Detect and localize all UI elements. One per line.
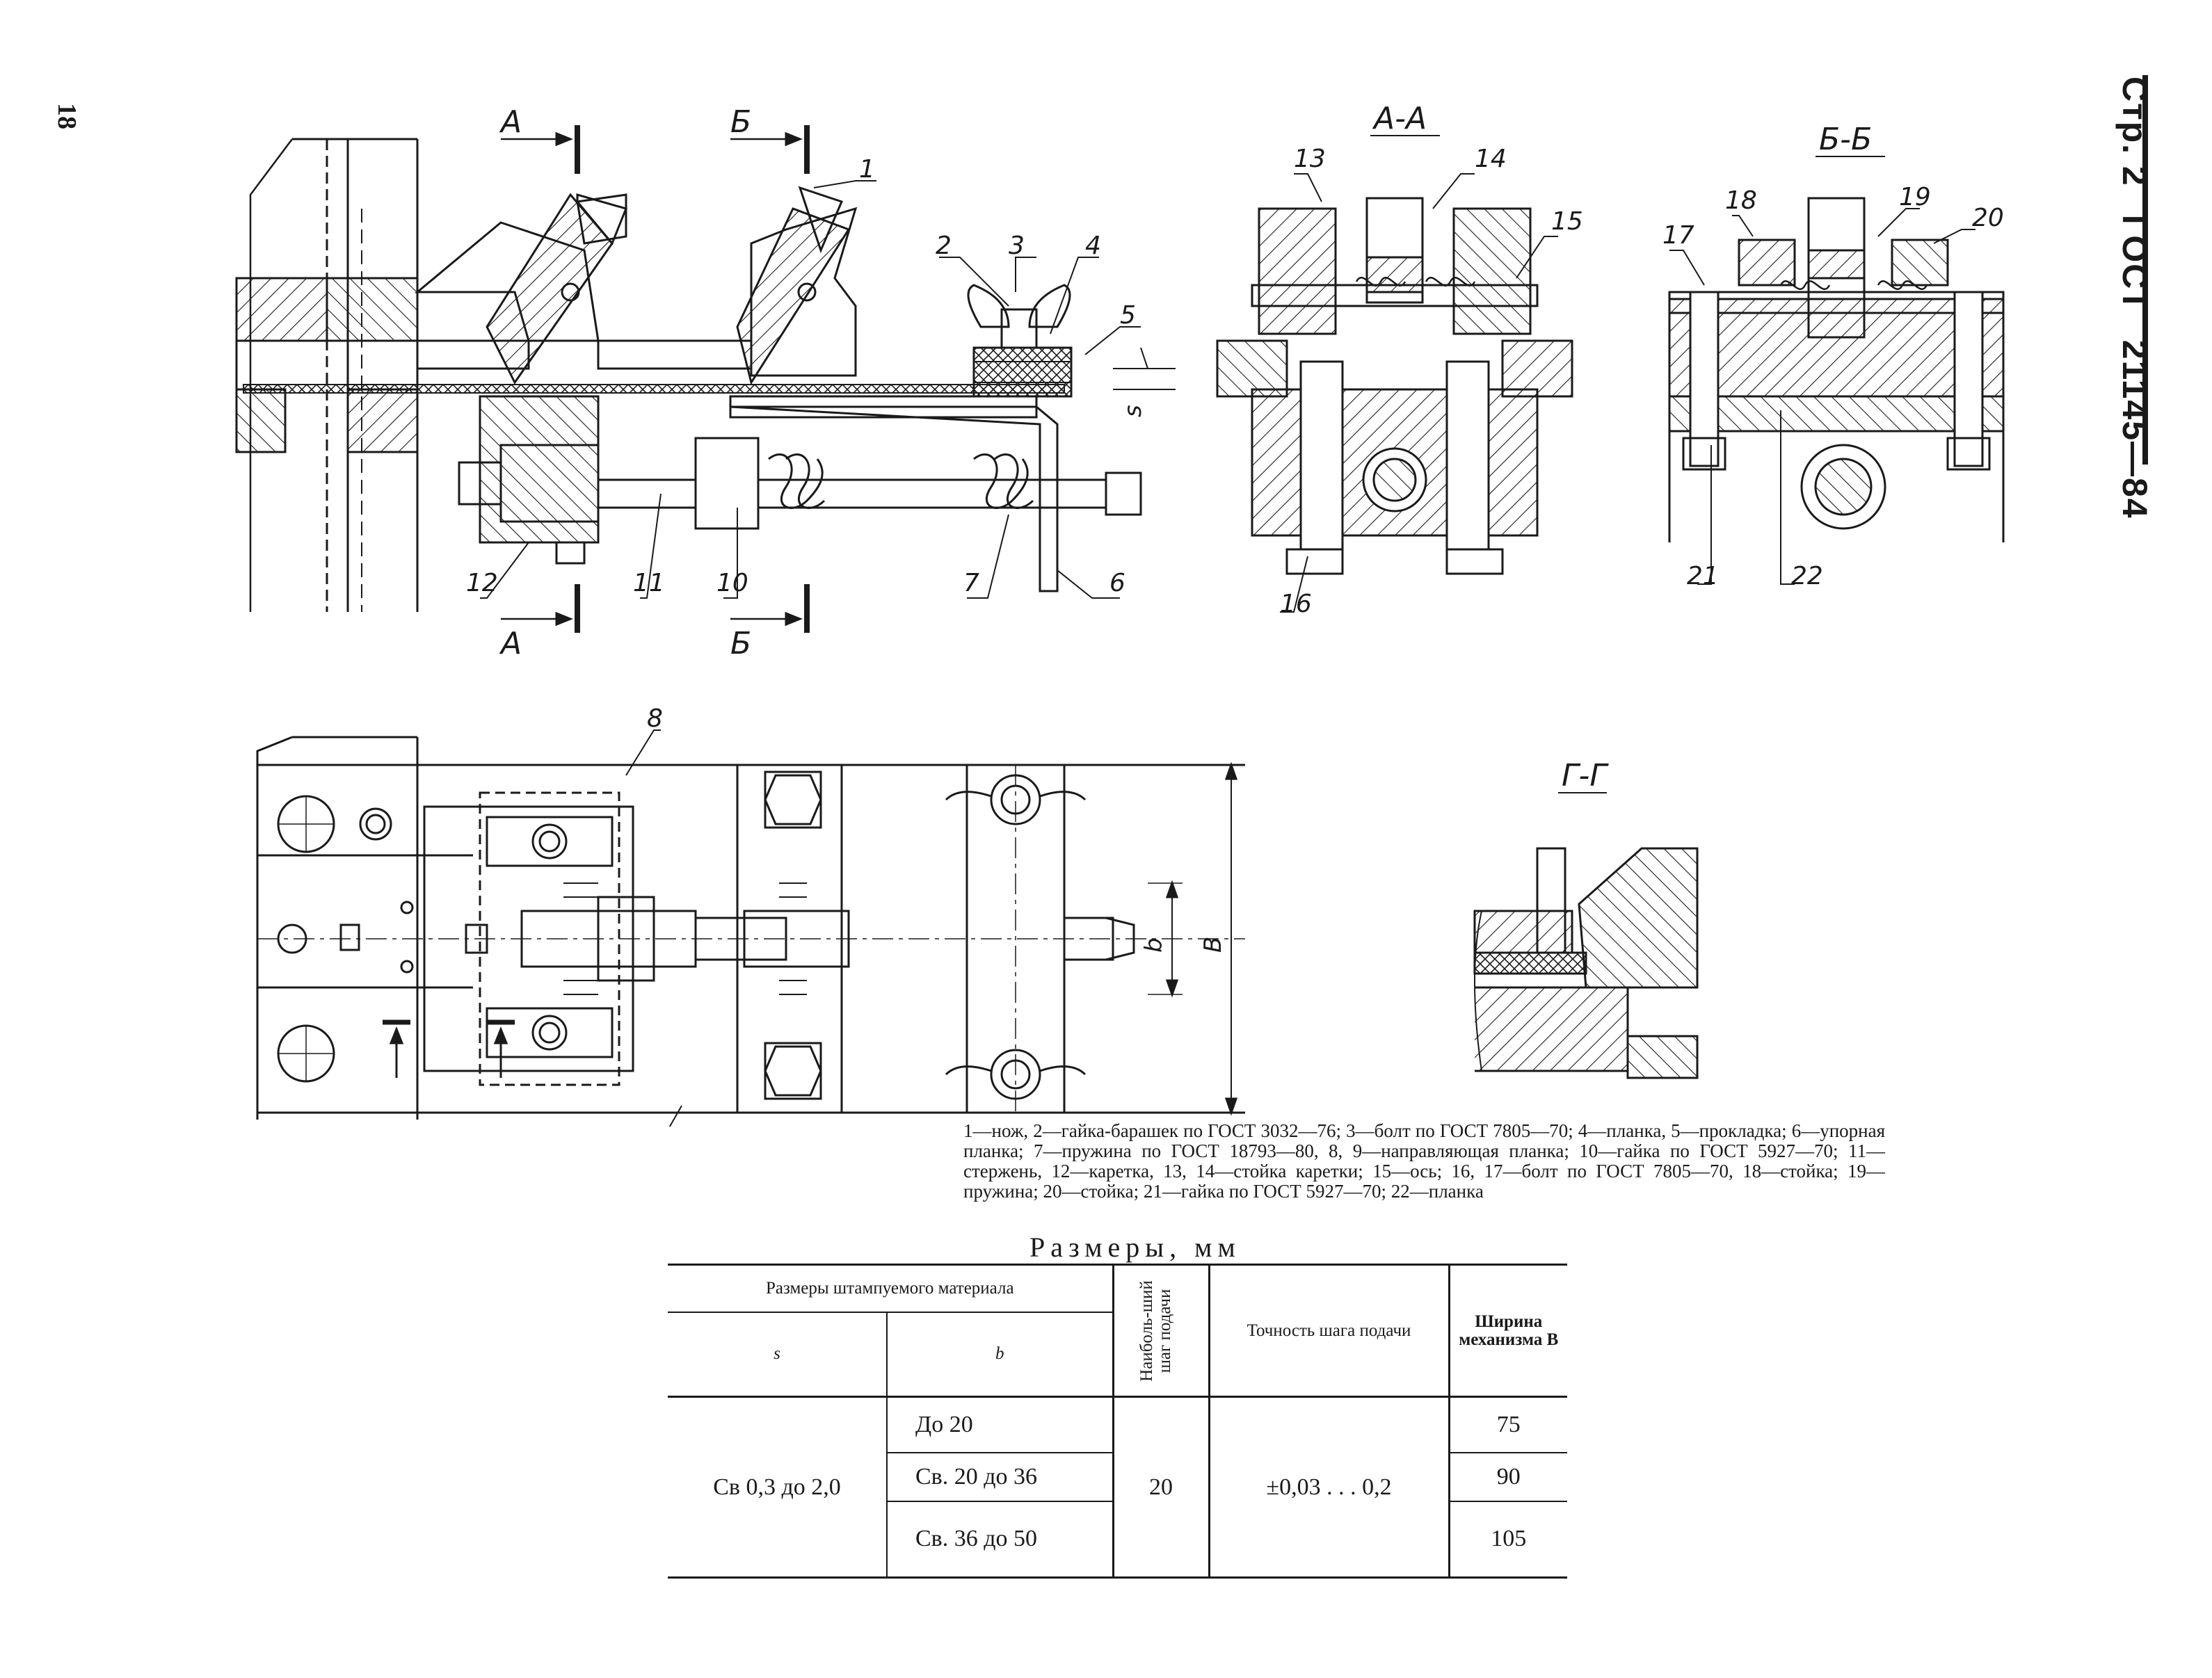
callout-3: 3	[1009, 232, 1025, 260]
cut-mark-b-top: Б	[730, 104, 751, 140]
dimension-B: B	[1199, 937, 1227, 953]
cell-width-1: 75	[1449, 1396, 1567, 1453]
header-material: Размеры штампуемого материала	[668, 1264, 1113, 1313]
section-a-a	[1216, 135, 1573, 613]
callout-7: 7	[963, 569, 979, 597]
dimension-s: s	[1119, 405, 1147, 417]
callout-8: 8	[647, 704, 663, 733]
callout-leaders	[480, 180, 1148, 599]
header-s: s	[668, 1312, 888, 1398]
callout-18: 18	[1725, 186, 1757, 215]
cut-mark-a-top: А	[499, 104, 522, 140]
callout-13: 13	[1294, 145, 1326, 173]
callout-6: 6	[1109, 569, 1125, 597]
callout-10: 10	[716, 569, 748, 597]
header-max-step: Наиболь-ший шаг подачи	[1137, 1280, 1174, 1382]
dimensions-table: Размеры штампуемого материала Наиболь-ши…	[668, 1264, 1567, 1579]
cell-b-2: Св. 20 до 36	[887, 1452, 1113, 1502]
dimension-b: b	[1140, 937, 1168, 953]
technical-drawing: А Б А Б А-А Б-Б Г-Г s b B 1 2 3 4 5 6 7 …	[235, 101, 2005, 1127]
cut-marks	[501, 125, 810, 633]
section-label-g-g: Г-Г	[1562, 758, 1609, 793]
section-label-a-a: А-А	[1372, 101, 1427, 136]
callout-19: 19	[1899, 183, 1931, 211]
figure-caption: 1—нож, 2—гайка-барашек по ГОСТ 3032—76; …	[963, 1121, 1885, 1202]
cell-width-2: 90	[1449, 1452, 1567, 1502]
header-b: b	[887, 1312, 1113, 1398]
callout-4: 4	[1085, 232, 1101, 260]
header-rule	[2142, 75, 2148, 465]
header-accuracy: Точность шага подачи	[1209, 1264, 1450, 1398]
cell-b-3: Св. 36 до 50	[887, 1501, 1113, 1579]
callout-2: 2	[936, 232, 952, 260]
caption-text: 1—нож, 2—гайка-барашек по ГОСТ 3032—76; …	[963, 1120, 1885, 1202]
callout-12: 12	[466, 569, 498, 597]
cell-width-3: 105	[1449, 1501, 1567, 1579]
cut-mark-b-bottom: Б	[730, 626, 751, 661]
callout-15: 15	[1551, 207, 1583, 236]
callout-14: 14	[1475, 145, 1507, 173]
callout-22: 22	[1791, 562, 1823, 590]
section-g-g	[1473, 792, 1699, 1079]
cut-mark-a-bottom: А	[499, 626, 522, 661]
section-label-b-b: Б-Б	[1819, 122, 1872, 157]
main-view	[235, 138, 1176, 612]
plan-view	[256, 729, 1245, 1127]
callout-1: 1	[859, 155, 875, 184]
header-width: Ширина механизма B	[1449, 1264, 1567, 1398]
callout-20: 20	[1972, 204, 2004, 232]
callout-17: 17	[1662, 221, 1694, 250]
callout-16: 16	[1280, 590, 1312, 618]
cell-s-value: Св 0,3 до 2,0	[668, 1396, 888, 1579]
cell-max-step: 20	[1112, 1396, 1210, 1579]
callout-11: 11	[633, 569, 665, 597]
cell-accuracy: ±0,03 . . . 0,2	[1209, 1396, 1450, 1579]
callout-5: 5	[1120, 301, 1136, 330]
section-b-b	[1668, 156, 2005, 585]
callout-21: 21	[1687, 562, 1719, 590]
cell-b-1: До 20	[887, 1396, 1113, 1453]
table-title: Размеры, мм	[1029, 1232, 1241, 1263]
